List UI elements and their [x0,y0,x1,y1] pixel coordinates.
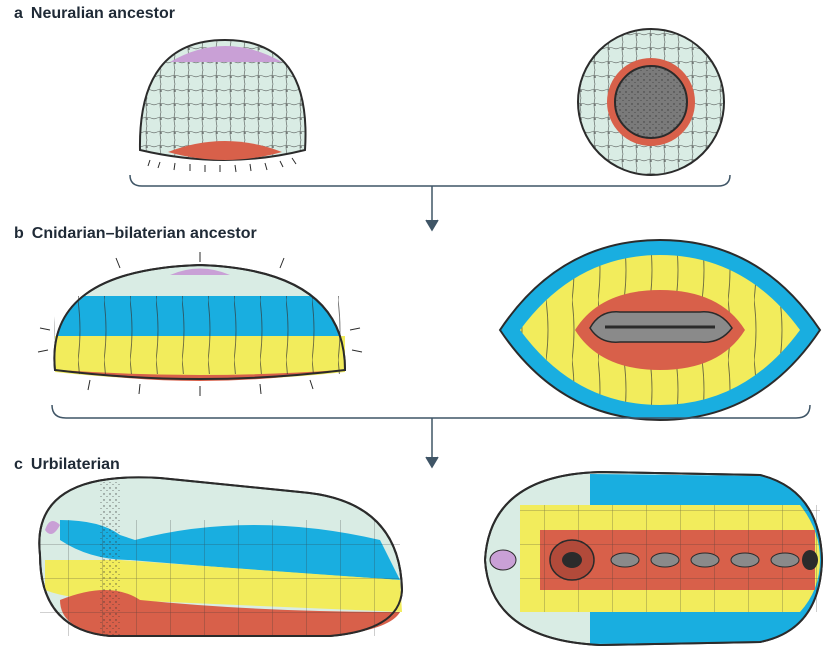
urbilaterian-side-view [39,477,402,636]
cnidarian-bilaterian-ventral-view [500,240,820,420]
urbilaterian-ventral-view [485,472,822,645]
neuralian-ventral-view [578,29,724,175]
connector-a-b [130,175,730,230]
neuralian-side-view [140,40,306,172]
apical-organ-purple-c [490,550,516,570]
cnidarian-bilaterian-side-view [38,252,362,396]
